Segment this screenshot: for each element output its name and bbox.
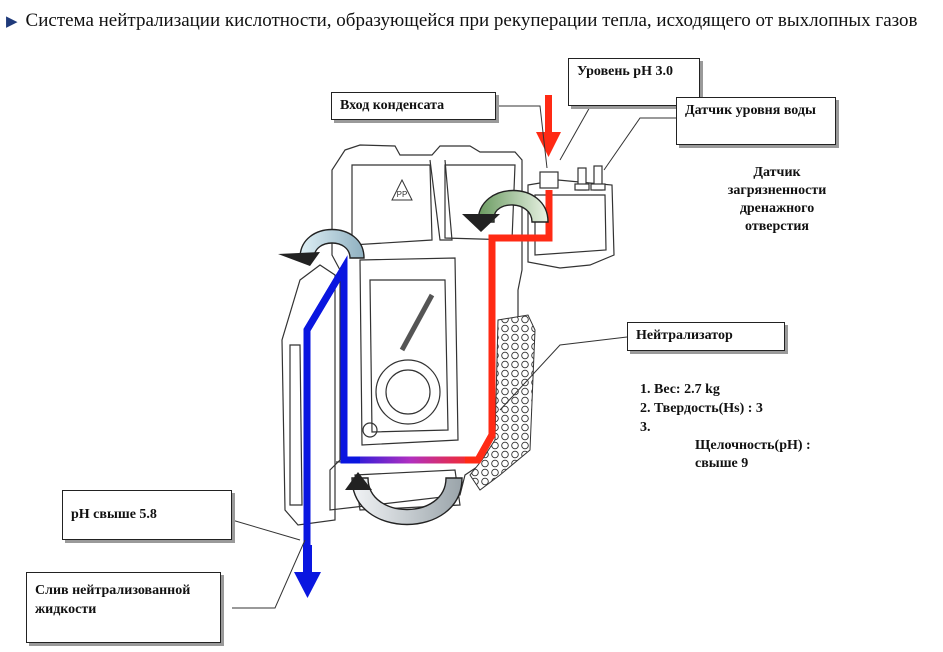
spec-hardness: 2. Твердость(Hs) : 3 <box>640 401 763 416</box>
callout-ph-above: pH свыше 5.8 <box>62 490 232 540</box>
outlet-arrow-icon <box>294 545 321 598</box>
spec-alkalinity: Щелочность(pH) : свыше 9 <box>695 438 811 471</box>
callout-drain: Слив нейтрализованной жидкости <box>26 572 221 643</box>
tank-body <box>281 144 615 526</box>
title-text: Система нейтрализации кислотности, образ… <box>25 10 918 31</box>
label-drain-clog-sensor: Датчик загрязненности дренажного отверст… <box>727 165 827 234</box>
neutralizer-honeycomb <box>469 314 536 491</box>
inlet-arrow-icon <box>536 95 561 157</box>
spec-weight: 1. Вес: 2.7 kg <box>640 382 720 397</box>
flow-arc-bottom-icon <box>345 472 463 526</box>
acid-flow-path <box>465 190 553 464</box>
callout-condensate-inlet: Вход конденсата <box>331 92 496 120</box>
bullet-icon: ▶ <box>6 14 18 30</box>
sensor-probes <box>574 165 606 191</box>
callout-water-level-sensor: Датчик уровня воды <box>676 97 836 145</box>
flow-arc-top-right-icon <box>462 189 549 232</box>
inlet-pipe <box>539 171 559 189</box>
pp-mark: PP <box>397 190 408 199</box>
callout-neutralizer: Нейтрализатор <box>627 322 785 351</box>
page-title: ▶ Система нейтрализации кислотности, обра… <box>6 4 936 39</box>
spec-alkalinity-num: 3. <box>640 420 651 435</box>
callout-ph-level: Уровень pH 3.0 <box>568 58 700 106</box>
neutral-flow-path <box>303 255 360 545</box>
flow-arc-left-icon <box>278 228 365 266</box>
